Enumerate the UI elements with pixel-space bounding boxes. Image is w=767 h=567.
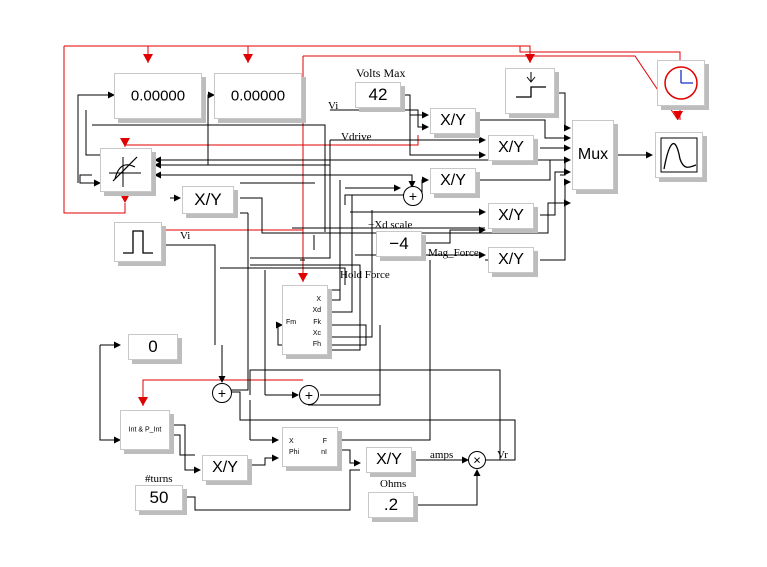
display-block-1[interactable]: 0.00000: [114, 73, 202, 119]
ohms-label: Ohms: [380, 478, 407, 490]
zero-constant[interactable]: 0: [128, 334, 178, 360]
divide-block-left[interactable]: X/Y: [182, 186, 234, 214]
mux-label: Mux: [577, 146, 609, 163]
step-block[interactable]: [505, 68, 555, 114]
saturation-icon: [109, 156, 141, 187]
port-fk: Fk: [313, 319, 321, 326]
zero-value: 0: [148, 337, 158, 356]
event-wires: [63, 45, 683, 406]
display-value-1: 0.00000: [130, 87, 186, 105]
port-f: F: [322, 438, 327, 445]
divide-block-amps[interactable]: X/Y: [366, 447, 412, 473]
vi-left-label: Vi: [180, 230, 191, 242]
volts-max-value: 42: [368, 85, 388, 104]
divide-label: X/Y: [440, 112, 466, 129]
vi-top-label: Vi: [328, 100, 339, 112]
port-xc: Xc: [312, 330, 321, 337]
volts-max-label: Volts Max: [356, 66, 406, 80]
pulse-icon: [123, 230, 153, 254]
divide-block-3[interactable]: X/Y: [430, 168, 476, 194]
integrator-block[interactable]: Int & P_Int: [120, 410, 170, 450]
divide-label: X/Y: [498, 251, 524, 268]
pulse-block[interactable]: [114, 222, 162, 262]
divide-label: X/Y: [212, 459, 238, 476]
vr-label: Vr: [497, 449, 508, 461]
divide-block-1[interactable]: X/Y: [430, 108, 476, 134]
port-fm: Fm: [286, 319, 297, 326]
clock-block[interactable]: [657, 60, 705, 106]
product-block[interactable]: ×: [468, 451, 486, 469]
display-block-2[interactable]: 0.00000: [214, 73, 302, 119]
step-icon: [516, 72, 546, 98]
ohms-value: .2: [383, 495, 399, 514]
port-phi: Phi: [289, 449, 300, 456]
divide-block-4[interactable]: X/Y: [488, 203, 534, 229]
scope-block[interactable]: [655, 132, 703, 178]
magnet-block[interactable]: X Phi F nI: [282, 427, 338, 467]
vdrive-label: Vdrive: [341, 131, 372, 143]
hold-force-block[interactable]: Fm X Xd Fk Xc Fh: [282, 285, 328, 355]
saturation-block[interactable]: [100, 148, 152, 192]
xd-scale-label: −Xd scale: [368, 219, 413, 231]
divide-block-5[interactable]: X/Y: [488, 247, 534, 273]
sum-icon: +: [408, 188, 418, 204]
product-icon: ×: [473, 452, 481, 468]
port-xd: Xd: [312, 307, 321, 314]
xd-scale-constant[interactable]: −4: [376, 231, 422, 257]
sum-block-left[interactable]: +: [212, 383, 232, 403]
sum-block-middle[interactable]: +: [299, 385, 319, 405]
divide-block-turns[interactable]: X/Y: [202, 455, 248, 481]
data-wires: [77, 91, 653, 511]
turns-constant[interactable]: 50: [135, 485, 183, 511]
mux-block[interactable]: Mux: [572, 120, 614, 190]
divide-label: X/Y: [440, 172, 466, 189]
port-fh: Fh: [312, 341, 321, 348]
divide-label: X/Y: [498, 139, 524, 156]
turns-value: 50: [149, 488, 169, 507]
turns-label: #turns: [145, 473, 173, 485]
event-line-top: [64, 45, 531, 60]
volts-max-constant[interactable]: 42: [355, 82, 401, 108]
divide-block-2[interactable]: X/Y: [488, 135, 534, 161]
scope-icon: [660, 137, 698, 173]
port-ni: nI: [321, 449, 327, 456]
integrator-label: Int & P_Int: [128, 426, 162, 434]
amps-label: amps: [430, 449, 454, 461]
sum-icon: +: [217, 385, 227, 401]
sum-block-top[interactable]: +: [403, 186, 423, 206]
divide-label: X/Y: [498, 207, 524, 224]
xd-scale-value: −4: [389, 234, 409, 253]
ohms-constant[interactable]: .2: [368, 492, 414, 518]
mag-force-label: Mag_Force: [428, 247, 479, 259]
sum-icon: +: [304, 387, 314, 403]
divide-label: X/Y: [376, 451, 402, 468]
port-x-in: X: [289, 438, 294, 445]
display-value-2: 0.00000: [230, 87, 286, 105]
divide-label: X/Y: [194, 190, 222, 209]
port-x: X: [316, 296, 321, 303]
hold-force-label: Hold Force: [340, 269, 390, 281]
clock-icon: [664, 66, 698, 100]
